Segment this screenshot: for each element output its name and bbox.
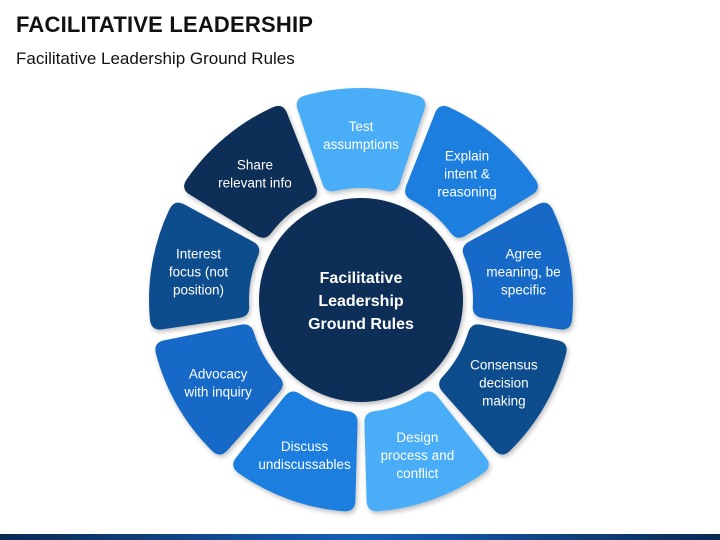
wheel-segment-label-line: decision [479,376,529,391]
wheel-segment-shape [149,202,260,330]
wheel-segment-label-line: undiscussables [258,457,351,472]
wheel-segment-label: Discuss undiscussables [258,439,351,472]
wheel-segment: Design process and conflict [364,391,489,512]
wheel-segment-label-line: specific [501,282,546,297]
wheel-segment: Share relevant info [184,105,317,238]
wheel-segment: Explain intent & reasoning [405,105,538,238]
wheel-segment-label-line: assumptions [323,137,399,152]
wheel-segment-shape [296,88,426,192]
center-hub [259,198,463,402]
wheel-segment-shape [439,324,567,455]
wheel-segment-label: Share relevant info [218,158,292,191]
wheel-segment-label-line: Interest [176,246,221,261]
center-hub-label-line: Leadership [318,293,404,310]
wheel-segment-label: Advocacy with inquiry [183,367,252,400]
wheel-segment-label-line: reasoning [437,185,496,200]
wheel-segment: Agree meaning, be specific [462,202,573,330]
page-subtitle: Facilitative Leadership Ground Rules [16,49,295,68]
wheel-segment-shape [155,324,283,455]
wheel-segment-label-line: Agree [505,246,541,261]
wheel-segment-label-line: making [482,394,526,409]
wheel-segment-label-line: process and [381,448,455,463]
wheel-segment-shape [405,105,538,238]
wheel-segment-label-line: Advocacy [189,367,248,382]
wheel-segment-label-line: Share [237,158,273,173]
wheel-segment-label: Agree meaning, be specific [486,246,560,297]
wheel-segment-label-line: Consensus [470,358,538,373]
wheel-segment-label-line: meaning, be [486,264,560,279]
wheel-segment-label-line: Explain [445,149,489,164]
wheel-segment: Consensus decision making [439,324,567,455]
wheel-segment-label-line: focus (not [169,264,229,279]
wheel-segment-label-line: Test [349,119,374,134]
wheel-segment: Advocacy with inquiry [155,324,283,455]
page-title: FACILITATIVE LEADERSHIP [16,12,314,37]
bottom-accent-bar [0,534,720,540]
wheel-segment-label: Test assumptions [323,119,399,152]
wheel-segment-label: Design process and conflict [381,430,455,481]
wheel-segment: Discuss undiscussables [233,391,358,512]
center-hub-label-line: Facilitative [320,270,403,287]
wheel-segment-label-line: relevant info [218,176,292,191]
wheel-segment-label-line: conflict [396,466,438,481]
wheel-segment-shape [462,202,573,330]
wheel-segment: Interest focus (not position) [149,202,260,330]
wheel-segment-label: Consensus decision making [470,358,538,409]
wheel-segment-label-line: Discuss [281,439,329,454]
wheel-segment-label-line: position) [173,282,224,297]
wheel-segment-shape [184,105,317,238]
wheel-segment-shape [233,391,358,512]
wheel-segment-label: Interest focus (not position) [169,246,229,297]
wheel-segment-label-line: intent & [444,167,490,182]
wheel-segment-label-line: with inquiry [183,385,252,400]
wheel-segment-shape [364,391,489,512]
center-hub-label-line: Ground Rules [308,316,414,333]
wheel-segment: Test assumptions [296,88,426,192]
wheel-segment-label: Explain intent & reasoning [437,149,496,200]
wheel-segment-label-line: Design [396,430,438,445]
